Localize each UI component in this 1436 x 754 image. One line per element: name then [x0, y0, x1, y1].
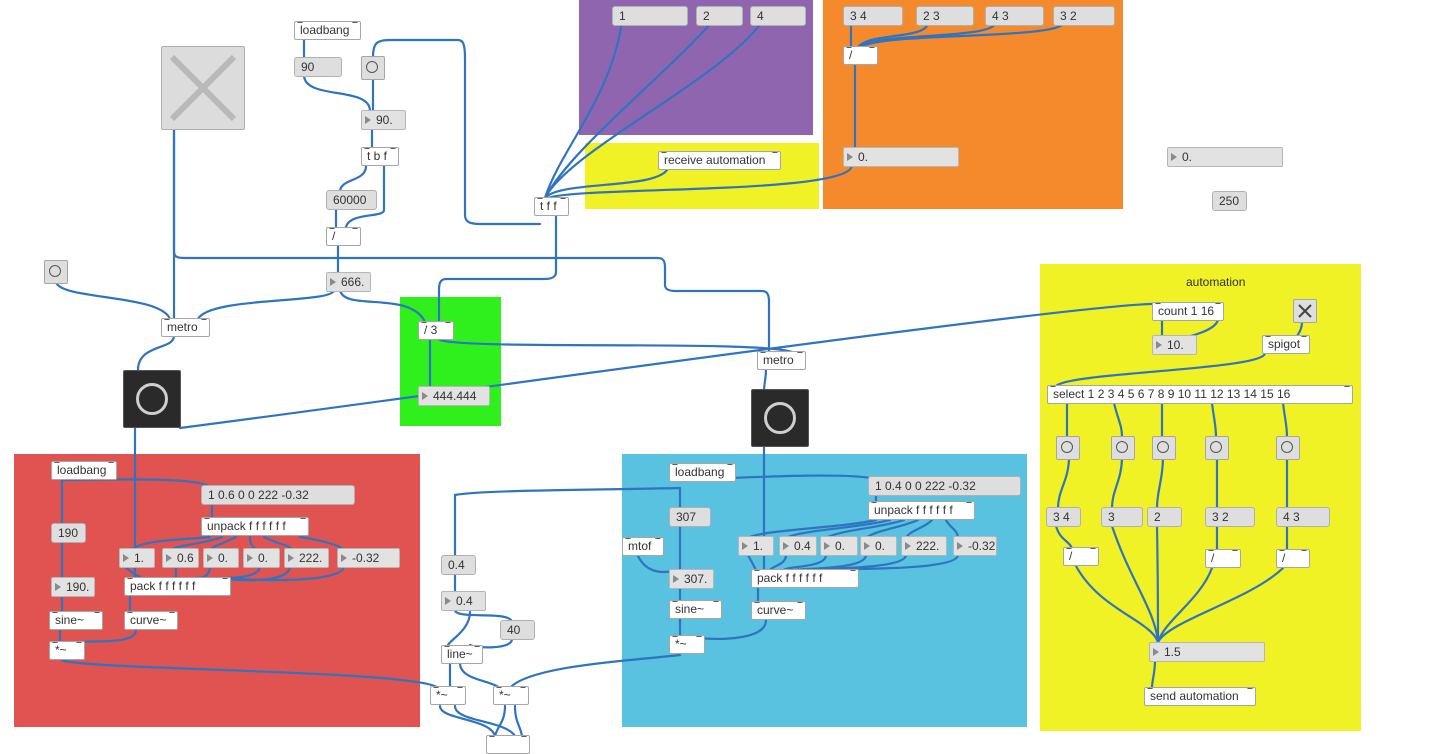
number-666[interactable]: 666.	[326, 272, 371, 292]
bang-step-1[interactable]	[1056, 436, 1080, 460]
bang-left[interactable]	[44, 260, 68, 284]
number-ratio[interactable]: 0.	[843, 147, 959, 167]
curve-red[interactable]: curve~	[124, 611, 178, 630]
msg-2[interactable]: 2	[696, 6, 743, 26]
auto-msg-4-3[interactable]: 4 3	[1276, 507, 1330, 527]
red-val-2[interactable]: 0.6	[162, 548, 199, 568]
bang-step-3[interactable]	[1152, 436, 1176, 460]
msg-90[interactable]: 90	[294, 57, 342, 77]
cyan-val-5[interactable]: 222.	[901, 536, 947, 556]
auto-msg-3-4[interactable]: 3 4	[1046, 507, 1081, 527]
ratio-3-4[interactable]: 3 4	[843, 6, 903, 26]
red-val-1[interactable]: 1.	[119, 548, 155, 568]
number-90[interactable]: 90.	[361, 110, 406, 130]
auto-divide-2[interactable]: /	[1205, 549, 1241, 568]
curve-cyan[interactable]: curve~	[751, 601, 806, 620]
trigger-tbf[interactable]: t b f	[361, 147, 399, 166]
msg-0-4[interactable]: 0.4	[441, 555, 476, 575]
bang-step-4[interactable]	[1205, 436, 1229, 460]
msg-190[interactable]: 190	[51, 523, 86, 543]
cyan-val-4[interactable]: 0.	[860, 536, 897, 556]
number-444[interactable]: 444.444	[418, 386, 490, 406]
bang-tempo[interactable]	[361, 56, 385, 80]
multiply-red[interactable]: *~	[49, 641, 85, 660]
sine-cyan[interactable]: sine~	[669, 600, 722, 619]
bang-step-5[interactable]	[1276, 436, 1300, 460]
red-val-4[interactable]: 0.	[243, 548, 280, 568]
select-steps[interactable]: select 1 2 3 4 5 6 7 8 9 10 11 12 13 14 …	[1047, 385, 1353, 404]
number-1-5[interactable]: 1.5	[1149, 642, 1265, 662]
sine-red[interactable]: sine~	[49, 611, 103, 630]
msg-4[interactable]: 4	[750, 6, 806, 26]
cyan-val-3[interactable]: 0.	[820, 536, 858, 556]
msg-60000[interactable]: 60000	[326, 190, 377, 210]
number-right[interactable]: 0.	[1167, 147, 1283, 167]
ratio-2-3[interactable]: 2 3	[916, 6, 974, 26]
big-toggle[interactable]	[161, 46, 245, 130]
orange-panel	[823, 0, 1123, 209]
x-icon-small	[1298, 304, 1312, 318]
number-307[interactable]: 307.	[669, 569, 714, 589]
auto-msg-2[interactable]: 2	[1147, 507, 1182, 527]
big-bang-mid[interactable]	[751, 389, 809, 447]
auto-msg-3[interactable]: 3	[1101, 507, 1143, 527]
msg-250[interactable]: 250	[1212, 191, 1247, 211]
red-val-6[interactable]: -0.32	[337, 548, 400, 568]
green-panel	[400, 297, 501, 426]
spigot[interactable]: spigot	[1262, 335, 1310, 354]
multiply-b[interactable]: *~	[493, 686, 529, 705]
trigger-tff[interactable]: t f f	[534, 197, 569, 216]
number-10[interactable]: 10.	[1152, 335, 1197, 355]
msg-40[interactable]: 40	[500, 620, 535, 640]
auto-divide-3[interactable]: /	[1276, 549, 1310, 568]
unpack-red[interactable]: unpack f f f f f f	[201, 517, 309, 536]
mtof[interactable]: mtof	[622, 537, 664, 556]
envelope-cyan[interactable]: 1 0.4 0 0 222 -0.32	[868, 476, 1021, 496]
multiply-cyan[interactable]: *~	[669, 635, 705, 654]
big-bang-left[interactable]	[123, 370, 181, 428]
envelope-red[interactable]: 1 0.6 0 0 222 -0.32	[201, 485, 355, 505]
msg-1[interactable]: 1	[612, 6, 688, 26]
number-0-4[interactable]: 0.4	[441, 591, 486, 611]
loadbang-red[interactable]: loadbang	[51, 461, 117, 480]
automation-title: automation	[1186, 275, 1246, 289]
dac-partial[interactable]	[486, 735, 530, 754]
number-190[interactable]: 190.	[51, 577, 95, 597]
cyan-panel	[622, 454, 1027, 727]
cyan-val-2[interactable]: 0.4	[779, 536, 817, 556]
cyan-val-6[interactable]: -0.32	[953, 536, 997, 556]
auto-divide-1[interactable]: /	[1063, 547, 1099, 566]
divide-3[interactable]: / 3	[418, 321, 454, 340]
loadbang-top[interactable]: loadbang	[294, 21, 361, 40]
counter[interactable]: count 1 16	[1152, 302, 1224, 321]
pack-red[interactable]: pack f f f f f f	[124, 577, 231, 596]
red-val-5[interactable]: 222.	[284, 548, 329, 568]
loadbang-cyan[interactable]: loadbang	[669, 463, 736, 482]
x-icon	[169, 54, 237, 122]
msg-307[interactable]: 307	[669, 507, 711, 527]
metro-mid[interactable]: metro	[757, 351, 806, 370]
toggle-spigot[interactable]	[1293, 299, 1317, 323]
divide-ratio[interactable]: /	[843, 46, 878, 65]
ratio-4-3[interactable]: 4 3	[985, 6, 1044, 26]
line-tilde[interactable]: line~	[441, 645, 483, 664]
multiply-a[interactable]: *~	[430, 686, 466, 705]
auto-msg-3-2[interactable]: 3 2	[1205, 507, 1255, 527]
receive-automation[interactable]: receive automation	[658, 151, 781, 170]
metro-left[interactable]: metro	[161, 318, 210, 337]
pack-cyan[interactable]: pack f f f f f f	[751, 569, 859, 588]
unpack-cyan[interactable]: unpack f f f f f f	[868, 501, 975, 520]
divide-tempo[interactable]: /	[326, 227, 361, 246]
cyan-val-1[interactable]: 1.	[738, 536, 774, 556]
red-val-3[interactable]: 0.	[203, 548, 239, 568]
bang-step-2[interactable]	[1111, 436, 1135, 460]
ratio-3-2[interactable]: 3 2	[1053, 6, 1115, 26]
send-automation[interactable]: send automation	[1144, 687, 1256, 706]
